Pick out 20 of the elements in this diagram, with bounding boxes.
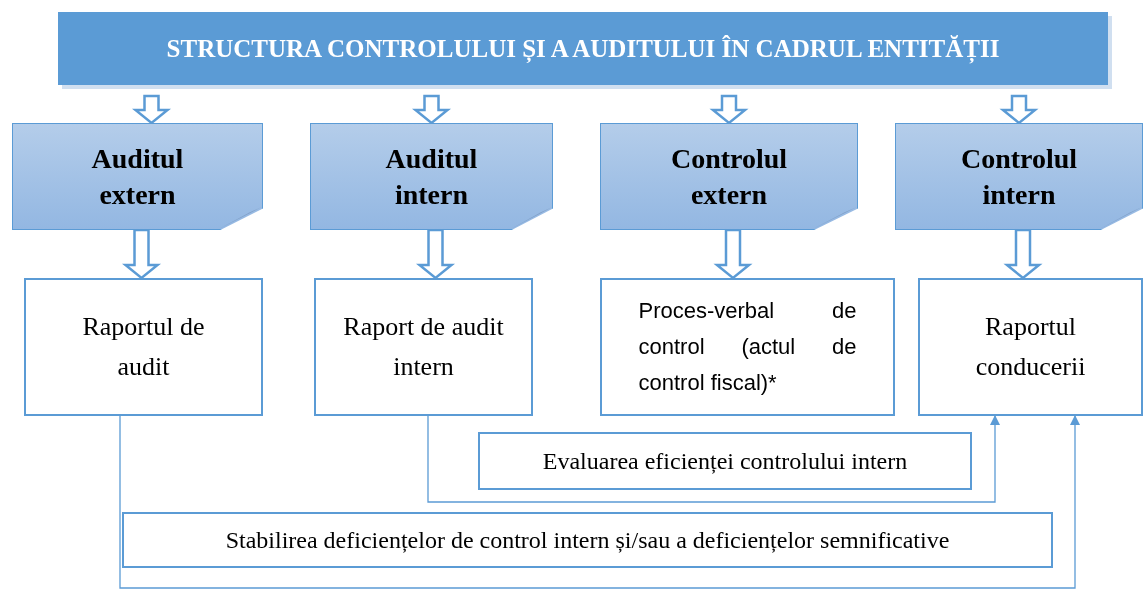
block-arrow bbox=[121, 228, 162, 280]
note-box: Evaluarea eficienței controlului intern bbox=[478, 432, 972, 490]
block-arrow bbox=[415, 228, 456, 280]
block-arrow bbox=[411, 94, 452, 125]
block-arrow bbox=[709, 94, 749, 125]
block-arrow bbox=[131, 94, 172, 125]
report-box: Raportul de audit bbox=[24, 278, 263, 416]
connector-arrow bbox=[119, 415, 1080, 589]
connector-arrow bbox=[427, 415, 1000, 503]
category-box: Auditul extern bbox=[12, 123, 263, 230]
category-box: Controlul intern bbox=[895, 123, 1143, 230]
category-box: Controlul extern bbox=[600, 123, 858, 230]
block-arrow bbox=[713, 228, 753, 280]
note-box: Stabilirea deficiențelor de control intern și/sau a deficiențelor semnificative bbox=[122, 512, 1053, 568]
category-box: Auditul intern bbox=[310, 123, 553, 230]
block-arrow bbox=[1003, 228, 1043, 280]
block-arrow bbox=[999, 94, 1039, 125]
report-box: Raportul conducerii bbox=[918, 278, 1143, 416]
report-box: Proces-verbal de control (actul de control fiscal)* bbox=[600, 278, 895, 416]
report-box: Raport de audit intern bbox=[314, 278, 533, 416]
